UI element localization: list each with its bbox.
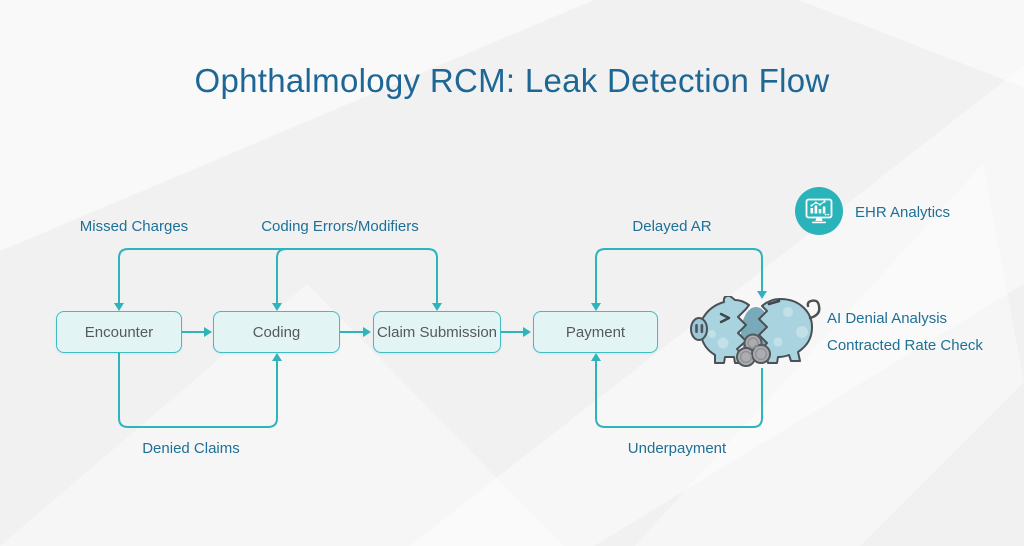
node-label: Claim Submission bbox=[376, 323, 498, 341]
monitor-analytics-icon bbox=[795, 187, 843, 235]
label-coding-errors: Coding Errors/Modifiers bbox=[261, 218, 419, 235]
flow-node-coding: Coding bbox=[213, 311, 340, 353]
node-label: Coding bbox=[252, 323, 301, 341]
label-missed-charges: Missed Charges bbox=[79, 218, 189, 235]
label-delayed-ar: Delayed AR bbox=[632, 218, 712, 235]
page-title: Ophthalmology RCM: Leak Detection Flow bbox=[194, 62, 830, 99]
node-label: Payment bbox=[565, 323, 626, 341]
flow-node-encounter: Encounter bbox=[56, 311, 182, 353]
node-label: Encounter bbox=[84, 323, 154, 341]
label-denied-claims: Denied Claims bbox=[142, 440, 240, 457]
label-contracted-rate-check: Contracted Rate Check bbox=[827, 337, 983, 354]
flow-node-claim-submission: Claim Submission bbox=[373, 311, 501, 353]
label-ehr-analytics: EHR Analytics bbox=[855, 204, 951, 221]
label-ai-denial-analysis: AI Denial Analysis bbox=[827, 310, 948, 327]
flow-node-payment: Payment bbox=[533, 311, 658, 353]
label-underpayment: Underpayment bbox=[627, 440, 727, 457]
broken-piggy-bank-icon bbox=[690, 296, 821, 367]
